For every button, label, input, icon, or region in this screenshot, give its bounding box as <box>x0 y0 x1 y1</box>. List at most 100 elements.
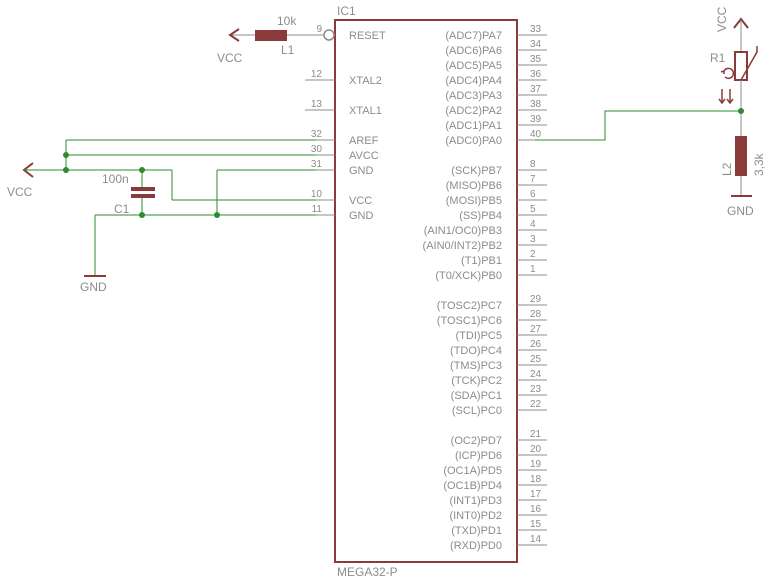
right-divider-net: VCC R1 L2 3,3k GND <box>535 6 766 218</box>
pin-label: (ADC4)PA4 <box>445 75 502 87</box>
pin-number: 30 <box>311 144 323 155</box>
pin-number: 37 <box>530 84 542 95</box>
pin-number: 17 <box>530 489 542 500</box>
junction-dot <box>139 167 145 173</box>
pin-label: (MISO)PB6 <box>446 180 502 192</box>
pin-number: 26 <box>530 339 542 350</box>
pin-number: 5 <box>530 204 536 215</box>
pin-number: 13 <box>311 99 323 110</box>
pin-label: (T1)PB1 <box>461 255 502 267</box>
capacitor-c1-name: C1 <box>114 202 130 216</box>
vcc-label-left: VCC <box>7 185 33 199</box>
ic-value: MEGA32-P <box>337 565 398 579</box>
pin-number: 4 <box>530 219 536 230</box>
pin-number: 6 <box>530 189 536 200</box>
pin-label: (OC1A)PD5 <box>443 465 502 477</box>
pin-number: 27 <box>530 324 542 335</box>
photoresistor-r1-mark <box>720 67 735 80</box>
pin-label: (ADC1)PA1 <box>445 120 502 132</box>
vcc-label-reset: VCC <box>217 51 243 65</box>
capacitor-c1-value: 100n <box>102 172 129 186</box>
ic-left-pins: 9RESET12XTAL213XTAL132AREF30AVCC31GND10V… <box>305 24 386 222</box>
pin-label: (AIN1/OC0)PB3 <box>424 225 502 237</box>
pin-label: (TOSC1)PC6 <box>437 315 502 327</box>
pin-label: (ADC6)PA6 <box>445 45 502 57</box>
pin-number: 10 <box>311 189 323 200</box>
pin-number: 11 <box>312 204 323 215</box>
pin-number: 2 <box>530 249 536 260</box>
pin-label: RESET <box>349 30 386 42</box>
pin-number: 9 <box>316 24 322 35</box>
junction-dot <box>63 167 69 173</box>
pin-number: 40 <box>530 129 542 140</box>
resistor-l2-value: 3,3k <box>752 152 766 176</box>
pin-number: 32 <box>311 129 323 140</box>
pin-label: (OC2)PD7 <box>451 435 502 447</box>
resistor-l2-name: L2 <box>720 162 734 176</box>
pin-number: 38 <box>530 99 542 110</box>
junction-dot <box>63 152 69 158</box>
pin-number: 8 <box>530 159 536 170</box>
pin-number: 29 <box>530 294 542 305</box>
pin-number: 22 <box>530 399 542 410</box>
pin-label: VCC <box>349 195 372 207</box>
pin-label: (TMS)PC3 <box>450 360 502 372</box>
pin-label: (ADC3)PA3 <box>445 90 502 102</box>
resistor-l1-value: 10k <box>277 14 297 28</box>
photoresistor-r1-arrow <box>740 46 758 81</box>
reset-inversion-bubble <box>323 29 335 41</box>
pin-number: 15 <box>530 519 542 530</box>
gnd-label-left: GND <box>80 280 107 294</box>
pin-label: XTAL1 <box>349 105 382 117</box>
pin-number: 39 <box>530 114 542 125</box>
pin-label: (SS)PB4 <box>459 210 502 222</box>
pin-label: (ADC2)PA2 <box>445 105 502 117</box>
capacitor-c1-plate-top <box>131 187 155 191</box>
reset-net: 10k L1 VCC <box>217 14 335 65</box>
pin-number: 33 <box>530 24 542 35</box>
ic-right-pins: 33(ADC7)PA734(ADC6)PA635(ADC5)PA536(ADC4… <box>423 24 547 552</box>
photoresistor-r1-body <box>734 51 748 81</box>
pin-number: 34 <box>530 39 542 50</box>
pin-number: 25 <box>530 354 542 365</box>
junction-dot <box>738 108 744 114</box>
pin-label: (INT1)PD3 <box>449 495 502 507</box>
pin-label: (RXD)PD0 <box>450 540 502 552</box>
pin-number: 20 <box>530 444 542 455</box>
pin-number: 7 <box>530 174 536 185</box>
pin-label: GND <box>349 165 374 177</box>
resistor-l1-body <box>255 30 287 41</box>
pin-label: (SDA)PC1 <box>451 390 502 402</box>
pin-number: 14 <box>530 534 542 545</box>
pin-label: (TDI)PC5 <box>456 330 502 342</box>
pin-label: (T0/XCK)PB0 <box>435 270 502 282</box>
pin-number: 16 <box>530 504 542 515</box>
pin-number: 31 <box>311 159 323 170</box>
light-arrows-icon <box>718 89 734 105</box>
pin-number: 23 <box>530 384 542 395</box>
pin-label: AVCC <box>349 150 379 162</box>
pin-label: (TDO)PC4 <box>450 345 502 357</box>
junction-dot <box>139 212 145 218</box>
pin-number: 12 <box>311 69 323 80</box>
pin-number: 24 <box>530 369 542 380</box>
pin-number: 1 <box>530 264 536 275</box>
pin-label: (ICP)PD6 <box>455 450 502 462</box>
pin-label: (SCK)PB7 <box>451 165 502 177</box>
resistor-l2-body <box>735 136 747 176</box>
wire-pa0 <box>535 110 741 141</box>
pin-number: 18 <box>530 474 542 485</box>
vcc-arrow-reset <box>228 28 240 42</box>
junction-dot <box>214 212 220 218</box>
pin-number: 19 <box>530 459 542 470</box>
gnd-label-right: GND <box>727 204 754 218</box>
vcc-arrow-right <box>733 17 749 29</box>
pin-label: (ADC0)PA0 <box>445 135 502 147</box>
pin-number: 28 <box>530 309 542 320</box>
capacitor-c1-plate-bottom <box>131 194 155 198</box>
pin-label: (TCK)PC2 <box>451 375 502 387</box>
pin-number: 36 <box>530 69 542 80</box>
pin-number: 3 <box>530 234 536 245</box>
pin-label: (OC1B)PD4 <box>443 480 502 492</box>
